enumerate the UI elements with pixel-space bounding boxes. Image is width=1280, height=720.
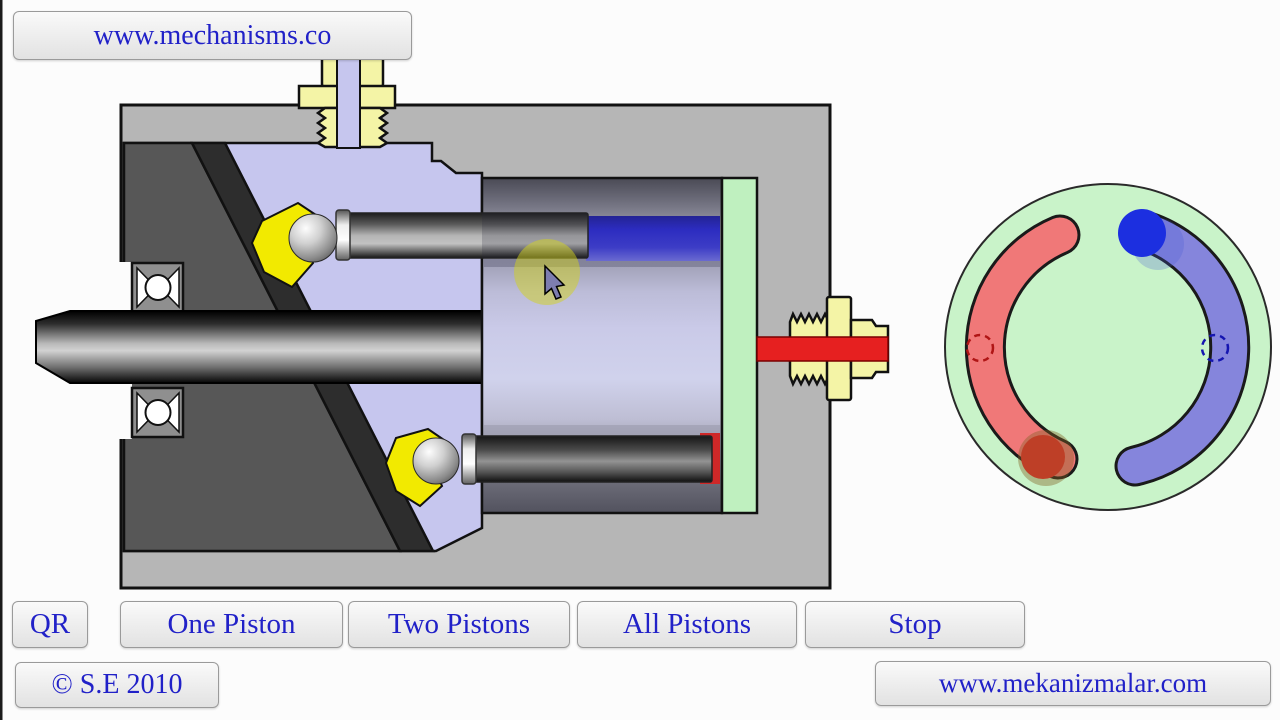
two-pistons-button[interactable]: Two Pistons — [348, 601, 570, 648]
intake-kidney-port-blue — [1117, 212, 1248, 484]
discharge-channel-red — [756, 336, 889, 362]
one-piston-button[interactable]: One Piston — [120, 601, 343, 648]
outlet-fitting — [756, 295, 890, 402]
valve-plate — [720, 176, 759, 515]
piston-marker-red — [1021, 435, 1065, 479]
valve-plate-end-view — [944, 183, 1272, 511]
frame-edge — [0, 0, 3, 720]
stop-button[interactable]: Stop — [805, 601, 1025, 648]
qr-button[interactable]: QR — [12, 601, 88, 648]
drive-shaft — [35, 310, 483, 384]
discharge-kidney-port-red — [967, 217, 1078, 477]
ball-bearing — [130, 261, 185, 439]
inlet-channel — [336, 49, 361, 149]
ball-joint — [412, 437, 460, 485]
mechanisms-site-link[interactable]: www.mechanisms.co — [13, 11, 412, 60]
piston-marker-dashed-blue — [1200, 333, 1230, 363]
piston-marker-blue — [1118, 209, 1166, 257]
copyright-badge: © S.E 2010 — [15, 662, 219, 708]
all-pistons-button[interactable]: All Pistons — [577, 601, 797, 648]
intake-fluid-blue — [586, 216, 720, 261]
mekanizmalar-site-link[interactable]: www.mekanizmalar.com — [875, 661, 1271, 706]
ball-joint — [288, 213, 338, 263]
piston-lower — [384, 427, 713, 508]
piston-rod — [473, 435, 713, 483]
piston-marker-dashed-red — [965, 333, 995, 363]
mouse-cursor-icon — [544, 264, 566, 300]
